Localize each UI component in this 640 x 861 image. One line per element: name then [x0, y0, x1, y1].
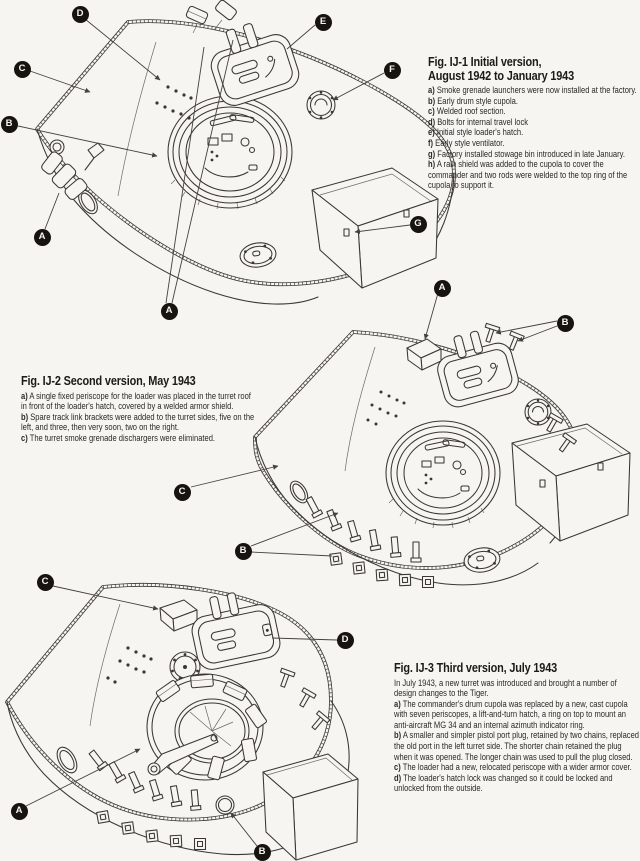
smoke-grenade-launchers-top: [185, 0, 237, 34]
roof-bolts: [366, 390, 406, 426]
stowage-bin: [511, 423, 631, 542]
callout-b: B: [253, 843, 271, 861]
fig-ij3-diagram: [5, 583, 359, 861]
caption-item: f) Early style ventilator.: [428, 137, 505, 148]
caption-item: d) The loader's hatch lock was changed s…: [394, 772, 613, 794]
hatch-lock: [261, 623, 273, 637]
callout-b: B: [556, 314, 574, 332]
caption-item: c) The turret smoke grenade dischargers …: [21, 432, 216, 443]
ventilator: [524, 398, 552, 426]
fig-ij3-items: In July 1943, a new turret was introduce…: [394, 678, 639, 795]
callout-c: C: [13, 60, 31, 78]
travel-lock-bolts: [155, 85, 193, 120]
callout-d: D: [71, 5, 89, 23]
loader-hatch: [437, 330, 519, 408]
fig-ij1-items: a) Smoke grenade launchers were now inst…: [428, 85, 640, 191]
escape-hatch-oval: [56, 746, 78, 774]
leader-lines: [25, 585, 338, 847]
loader-hatch: [191, 592, 281, 670]
callout-a: A: [433, 279, 451, 297]
caption-item: b) Early drum style cupola.: [428, 95, 518, 106]
hatch-swing-lever: [147, 733, 219, 776]
callout-b: B: [234, 542, 252, 560]
wall-square-fittings: [96, 810, 207, 851]
caption-item: b) A smaller and simpler pistol port plu…: [394, 730, 640, 762]
fig-ij1-caption: Fig. IJ-1 Initial version,August 1942 to…: [428, 55, 640, 191]
pistol-port-plug: [215, 795, 235, 815]
turret-side-wall: [36, 128, 319, 305]
fig-ij1-title: Fig. IJ-1 Initial version,August 1942 to…: [428, 54, 574, 83]
callout-g: G: [409, 215, 427, 233]
loader-hatch: [210, 23, 300, 106]
escape-hatch-oval: [463, 547, 501, 573]
callout-c: C: [173, 483, 191, 501]
leader-lines: [190, 292, 558, 557]
callout-d: D: [336, 631, 354, 649]
fig-ij3-caption: Fig. IJ-3 Third version, July 1943 In Ju…: [394, 661, 639, 794]
smoke-grenade-launchers-left: [41, 139, 105, 200]
caption-item: a) The commander's drum cupola was repla…: [394, 698, 628, 730]
fig-ij1-diagram: [17, 0, 456, 305]
fig-ij3-title: Fig. IJ-3 Third version, July 1943: [394, 660, 557, 675]
caption-item: c) The loader had a new, relocated peris…: [394, 762, 632, 773]
callout-a: A: [160, 302, 178, 320]
caption-item: c) Welded roof section.: [428, 106, 506, 117]
periscope-armor-shield: [159, 599, 198, 632]
callout-b: B: [0, 115, 18, 133]
caption-item: g) Factory installed stowage bin introdu…: [428, 148, 625, 159]
commander-drum-cupola: [385, 420, 501, 529]
escape-hatch-oval: [239, 242, 277, 268]
callout-a: A: [10, 802, 28, 820]
caption-intro: In July 1943, a new turret was introduce…: [394, 677, 617, 699]
leader-lines: [17, 18, 411, 304]
caption-item: a) A single fixed periscope for the load…: [21, 390, 251, 412]
spare-track-brackets: [305, 322, 577, 563]
caption-item: e) Initial style loader's hatch.: [428, 127, 524, 138]
wall-square-fittings: [329, 552, 435, 589]
turret-side-wall: [254, 436, 539, 586]
stowage-bin: [262, 753, 359, 861]
rain-shield-rods: [209, 114, 255, 127]
fig-ij2-items: a) A single fixed periscope for the load…: [21, 391, 257, 444]
callout-a: A: [33, 228, 51, 246]
caption-item: h) A rain shield was added to the cupola…: [428, 159, 628, 191]
fig-ij2-title: Fig. IJ-2 Second version, May 1943: [21, 373, 196, 388]
commander-drum-cupola: [167, 95, 293, 210]
roof-bolts: [106, 646, 153, 684]
callout-e: E: [314, 13, 332, 31]
ventilator: [306, 90, 336, 120]
fig-ij2-caption: Fig. IJ-2 Second version, May 1943 a) A …: [21, 374, 257, 443]
callout-c: C: [36, 573, 54, 591]
spare-track-brackets: [88, 667, 331, 811]
caption-item: a) Smoke grenade launchers were now inst…: [428, 85, 637, 95]
caption-item: d) Bolts for internal travel lock: [428, 116, 529, 127]
cast-cupola-open: [146, 673, 267, 781]
callout-f: F: [383, 61, 401, 79]
caption-item: b) Spare track link brackets were added …: [21, 411, 255, 433]
fig-ij2-diagram: [190, 292, 631, 589]
